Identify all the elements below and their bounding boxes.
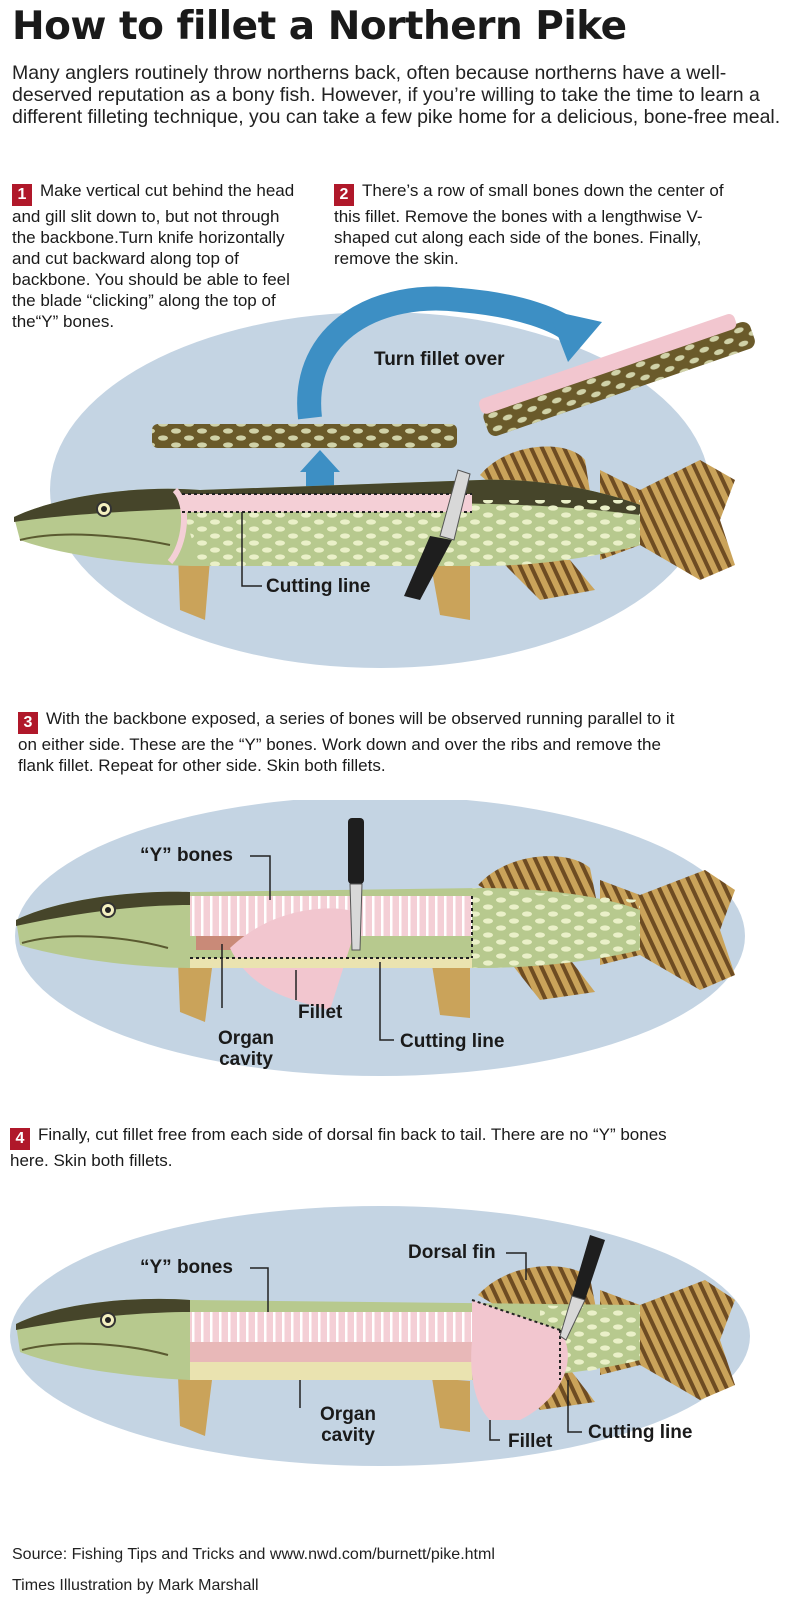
knife-icon-3 — [348, 818, 364, 951]
step-3-badge: 3 — [18, 712, 38, 734]
fillet-label-4: Fillet — [508, 1431, 553, 1452]
page-title: How to fillet a Northern Pike — [12, 4, 627, 49]
organ-cavity-label-4: Organ cavity — [320, 1404, 376, 1446]
fillet-leader-4 — [489, 1420, 500, 1441]
cutting-line-label-3: Cutting line — [400, 1031, 505, 1052]
figure-steps-1-2 — [14, 286, 755, 668]
knife-icon-1 — [404, 469, 471, 600]
organ-cavity-label-3: Organ cavity — [218, 1028, 274, 1070]
dorsal-fin-label-4: Dorsal fin — [408, 1242, 496, 1263]
y-bones-label-3: “Y” bones — [140, 845, 233, 866]
cutting-line-leader-3 — [379, 962, 394, 1041]
y-bones-label-4: “Y” bones — [140, 1257, 233, 1278]
cutting-line-leader-4 — [567, 1380, 582, 1433]
y-bones-leader-3 — [250, 855, 271, 900]
cutting-line-label-1: Cutting line — [266, 576, 371, 597]
intro-paragraph: Many anglers routinely throw northerns b… — [12, 62, 781, 128]
source-note: Source: Fishing Tips and Tricks and www.… — [12, 1546, 495, 1563]
fillet-piece-left — [152, 424, 457, 448]
pike-fish-4 — [16, 1266, 735, 1436]
turn-over-arrow-icon — [297, 286, 584, 420]
step-4-badge: 4 — [10, 1128, 30, 1150]
pike-fish-1 — [14, 446, 735, 620]
step-1-badge: 1 — [12, 184, 32, 206]
cutting-line-leader-1 — [241, 512, 262, 587]
arrowhead-icon — [548, 310, 602, 362]
figure-step-3 — [15, 800, 745, 1076]
pike-fish-3 — [16, 856, 735, 1022]
figure-step-4 — [10, 1206, 750, 1466]
illustration-credit: Times Illustration by Mark Marshall — [12, 1577, 259, 1594]
knife-icon-4 — [559, 1235, 605, 1341]
step-2-badge: 2 — [334, 184, 354, 206]
fillet-piece-right — [479, 314, 755, 436]
cutting-line-label-4: Cutting line — [588, 1422, 693, 1443]
y-bones-leader-4 — [250, 1267, 269, 1312]
dorsal-fin-leader-4 — [506, 1252, 527, 1280]
fillet-label-3: Fillet — [298, 1002, 343, 1023]
turn-fillet-over-label: Turn fillet over — [374, 349, 505, 370]
